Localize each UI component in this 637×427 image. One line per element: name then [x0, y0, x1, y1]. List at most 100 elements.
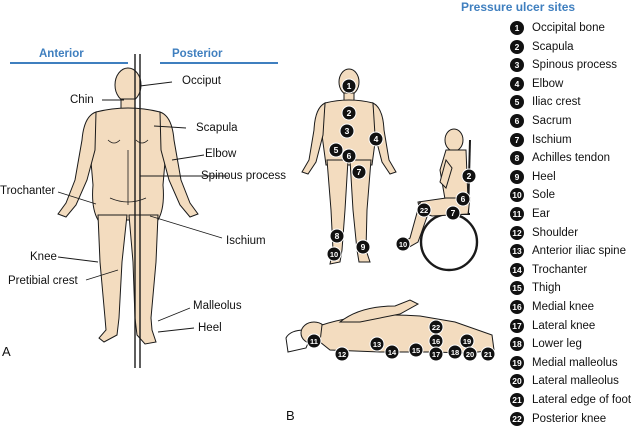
seated-marker-label-6: 6	[461, 194, 466, 204]
legend-label: Elbow	[532, 77, 564, 90]
standing-marker-5	[328, 142, 344, 158]
lying-marker-label-16: 16	[432, 337, 440, 346]
legend-label: Occipital bone	[532, 22, 605, 34]
legend-number-badge: 14	[510, 262, 524, 277]
label-ischium: Ischium	[226, 235, 266, 247]
lying-marker-11	[306, 333, 322, 349]
lying-marker-22	[428, 319, 444, 335]
legend-number-badge: 16	[510, 300, 524, 314]
legend-number-badge: 7	[510, 132, 524, 147]
legend-number-badge: 1	[510, 21, 524, 35]
posterior-heading: Posterior	[172, 48, 223, 60]
standing-marker-label-8: 8	[335, 231, 340, 241]
legend-number-badge: 4	[510, 76, 524, 91]
legend-number-badge: 20	[510, 374, 524, 389]
legend-item-1: 1 Occipital bone	[510, 20, 637, 36]
lying-marker-label-21: 21	[484, 350, 492, 359]
label-heel: Heel	[198, 322, 222, 334]
standing-marker-label-6: 6	[347, 151, 352, 161]
legend-number-badge: 15	[510, 281, 524, 296]
label-scapula: Scapula	[196, 122, 238, 134]
legend-label: Lateral edge of foot	[532, 394, 632, 406]
legend-item-11: 11 Ear	[510, 206, 637, 222]
legend-label: Sacrum	[532, 115, 572, 127]
label-malleolus: Malleolus	[193, 300, 242, 312]
legend-label: Trochanter	[532, 263, 588, 276]
malleolus-leader	[157, 307, 191, 322]
seated-marker-label-7: 7	[451, 208, 456, 218]
legend-number-badge: 8	[510, 151, 524, 166]
legend-number-badge: 5	[510, 95, 524, 110]
legend-number-badge: 13	[510, 244, 524, 259]
lying-marker-label-15: 15	[412, 346, 420, 355]
heel-leader	[157, 327, 195, 333]
legend-label: Ear	[532, 208, 550, 220]
legend-number-badge: 12	[510, 225, 524, 240]
legend-item-20: 20 Lateral malleolus	[510, 373, 637, 389]
legend-number-badge: 18	[510, 337, 524, 352]
seated-marker-22	[416, 202, 432, 218]
lying-marker-label-14: 14	[388, 348, 397, 357]
label-occiput: Occiput	[182, 75, 221, 87]
legend-label: Anterior iliac spine	[532, 245, 626, 258]
label-knee: Knee	[30, 251, 57, 263]
legend-number-badge: 10	[510, 188, 524, 203]
panel-b-letter: B	[286, 408, 295, 423]
standing-marker-label-5: 5	[334, 145, 339, 155]
lying-marker-label-12: 12	[338, 350, 346, 359]
panel-a-letter: A	[2, 344, 11, 359]
label-pretibial-crest: Pretibial crest	[8, 275, 78, 287]
legend-label: Heel	[532, 170, 556, 183]
lying-marker-17	[428, 346, 444, 362]
legend-item-5: 5 Iliac crest	[510, 94, 637, 110]
elbow-leader	[171, 154, 205, 161]
lying-marker-13	[369, 336, 385, 352]
standing-marker-label-7: 7	[357, 167, 362, 177]
standing-marker-label-1: 1	[347, 81, 352, 91]
legend-title: Pressure ulcer sites	[461, 0, 576, 14]
legend-label: Iliac crest	[532, 96, 581, 109]
standing-marker-label-2: 2	[347, 108, 352, 118]
legend-label: Posterior knee	[532, 412, 607, 425]
lying-marker-label-13: 13	[373, 340, 381, 349]
standing-marker-6	[341, 148, 357, 164]
legend-item-4: 4 Elbow	[510, 76, 637, 92]
lying-marker-label-22: 22	[432, 323, 440, 332]
legend-number-badge: 6	[510, 114, 524, 128]
standing-marker-label-4: 4	[374, 134, 379, 144]
legend-item-12: 12 Shoulder	[510, 225, 637, 241]
standing-marker-9	[355, 239, 371, 255]
legend-label: Shoulder	[532, 226, 579, 239]
legend-label: Thigh	[532, 282, 561, 295]
lying-marker-label-17: 17	[432, 350, 440, 359]
legend-label: Lateral malleolus	[532, 375, 619, 388]
legend-item-7: 7 Ischium	[510, 132, 637, 148]
standing-marker-8	[329, 228, 345, 244]
seated-marker-7	[445, 205, 461, 221]
standing-marker-label-3: 3	[345, 126, 350, 136]
panel-a-body	[57, 67, 199, 345]
legend-item-10: 10 Sole	[510, 187, 637, 203]
lying-marker-15	[408, 342, 424, 358]
legend-number-badge: 19	[510, 355, 524, 370]
legend-number-badge: 11	[510, 207, 524, 221]
label-spinous-process: Spinous process	[201, 170, 287, 182]
legend-label: Scapula	[532, 40, 574, 53]
standing-marker-10	[326, 246, 342, 262]
lying-marker-label-18: 18	[451, 348, 459, 357]
standing-marker-1	[341, 78, 357, 94]
legend-label: Sole	[532, 189, 556, 202]
legend-label: Ischium	[532, 133, 572, 146]
legend-number-badge: 17	[510, 318, 524, 333]
